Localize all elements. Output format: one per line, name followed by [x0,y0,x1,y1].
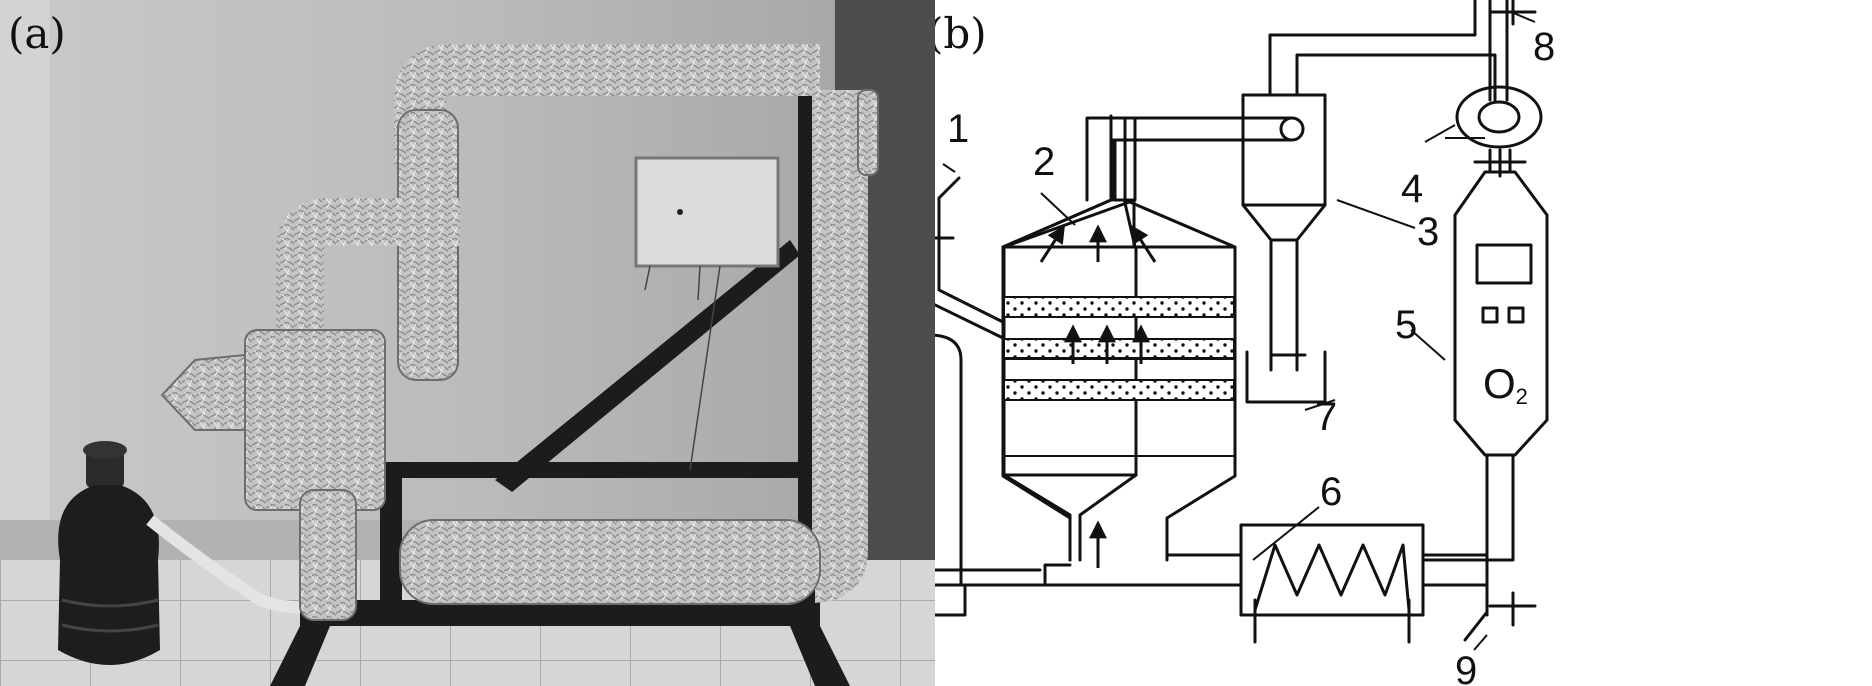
label-8: 8 [1533,25,1555,69]
label-7: 7 [1315,395,1337,439]
ash-collector [1245,350,1327,404]
oxygen-analyzer [1423,170,1549,602]
label-5: 5 [1395,303,1417,347]
cyclone-outlet-pipe [1268,0,1497,102]
insulated-pipework [160,44,879,621]
photo-panel-label: (a) [8,9,66,58]
riser-pipe [1085,116,1305,202]
control-box [634,156,780,471]
feed-hopper [935,176,1005,340]
filter-ring [1455,85,1543,178]
nitrogen-line [935,563,1072,587]
schematic-panel: (b) [935,0,1872,686]
nitrogen-cylinder [935,333,967,617]
process-schematic: (b) [935,0,1555,686]
oxygen-label: O2 [1483,360,1528,409]
schematic-panel-label: (b) [935,9,987,58]
photo-panel: (a) [0,0,935,686]
label-4: 4 [1401,167,1423,211]
reactor-vessel [1001,114,1237,562]
heater [1043,523,1489,644]
label-9: 9 [1455,649,1477,686]
gas-bottle [58,441,160,665]
label-2: 2 [1033,140,1055,184]
bed-layer-1 [1003,296,1235,318]
flow-arrows [1039,224,1157,568]
bottom-valve [1463,591,1537,642]
label-3: 3 [1417,210,1439,254]
cyclone [1241,93,1327,372]
label-6: 6 [1320,470,1342,514]
vent-valve [1488,0,1537,102]
leader-lines [942,11,1536,651]
apparatus-photo: (a) [0,0,935,686]
bed-layer-3 [1003,379,1235,401]
bed-layer-2 [1003,338,1235,360]
label-1: 1 [947,107,969,151]
left-pillar [0,0,50,560]
